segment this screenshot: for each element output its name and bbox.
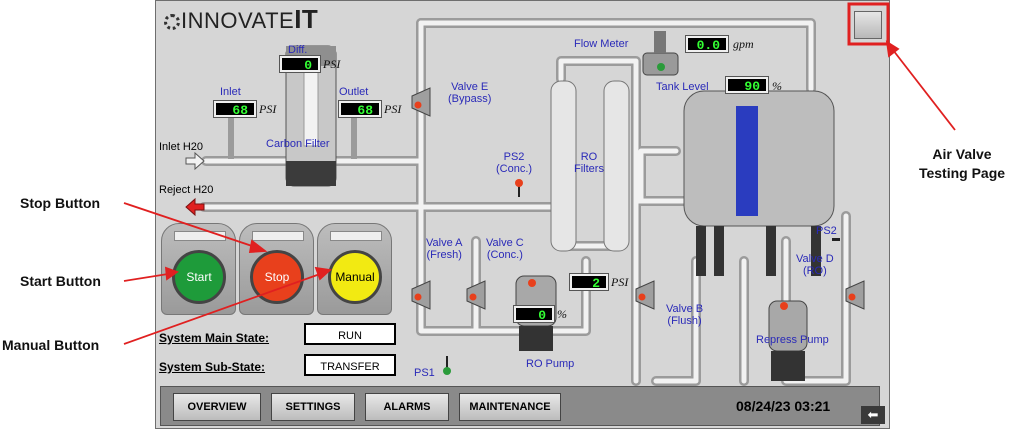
repress-pump-body — [768, 300, 808, 381]
diff-label: Diff. — [288, 44, 308, 56]
diff-unit: PSI — [323, 57, 341, 71]
valve-a-label: Valve A (Fresh) — [426, 237, 463, 261]
ro-pump-speed-display: 0 — [513, 305, 555, 323]
inlet-label: Inlet — [220, 86, 241, 98]
ps2-conc-label: PS2 (Conc.) — [496, 151, 533, 175]
manual-button[interactable]: Manual — [328, 250, 382, 304]
nav-maintenance-button[interactable]: MAINTENANCE — [459, 393, 561, 421]
valve-e-body — [411, 87, 431, 117]
ro-pressure-display: 2 — [569, 273, 609, 291]
flow-meter-label: Flow Meter — [574, 38, 629, 50]
main-state-label: System Main State: — [159, 331, 270, 345]
return-icon[interactable]: ⬅ — [861, 406, 885, 424]
main-state-value: RUN — [304, 323, 396, 345]
start-button-annotation: Start Button — [20, 273, 101, 289]
stop-button-housing: Stop — [239, 223, 314, 315]
inlet-pressure-display: 68 — [213, 100, 257, 118]
stop-annotation-line — [123, 202, 256, 248]
manual-annotation-arrowhead — [314, 266, 333, 281]
valve-c-label: Valve C (Conc.) — [486, 237, 524, 261]
start-button[interactable]: Start — [172, 250, 226, 304]
manual-button-annotation: Manual Button — [2, 337, 100, 353]
ps2-label: PS2 — [816, 225, 837, 237]
sub-state-label: System Sub-State: — [159, 360, 266, 374]
ro-filters-label: RO Filters — [574, 151, 604, 175]
manual-button-housing: Manual — [317, 223, 392, 315]
datetime-display: 08/24/23 03:21 — [736, 398, 831, 414]
start-annotation-line — [123, 273, 169, 282]
manual-annotation-line — [123, 273, 321, 345]
reject-h2o-label: Reject H20 — [159, 184, 214, 196]
valve-b-body — [635, 280, 655, 310]
air-valve-annotation-line — [892, 49, 956, 131]
arrow-right-icon — [185, 151, 205, 171]
nav-alarms-button[interactable]: ALARMS — [365, 393, 449, 421]
start-button-housing: Start — [161, 223, 236, 315]
valve-b-label: Valve B (Flush) — [666, 303, 704, 327]
carbon-filter-label: Carbon Filter — [266, 138, 330, 150]
air-valve-highlight-box — [847, 2, 890, 46]
arrow-left-icon — [185, 197, 205, 217]
valve-c-body — [466, 280, 486, 310]
tank-level-unit: % — [772, 79, 782, 93]
repress-pump-label: Repress Pump — [756, 334, 829, 346]
flow-rate-display: 0.0 — [685, 35, 729, 53]
piping-diagram — [185, 18, 865, 386]
innovateit-logo: INNOVATEIT — [164, 4, 318, 35]
outlet-unit: PSI — [384, 102, 402, 116]
outlet-pressure-display: 68 — [338, 100, 382, 118]
ro-pump-label: RO Pump — [526, 358, 575, 370]
inlet-h2o-label: Inlet H20 — [159, 141, 204, 153]
flow-unit: gpm — [733, 37, 754, 51]
valve-d-body — [845, 280, 865, 310]
sub-state-value: TRANSFER — [304, 354, 396, 376]
air-valve-testing-button[interactable] — [854, 11, 882, 39]
outlet-label: Outlet — [339, 86, 369, 98]
tank-level-display: 90 — [725, 76, 769, 94]
valve-a-body — [411, 280, 431, 310]
nav-settings-button[interactable]: SETTINGS — [271, 393, 355, 421]
stop-button-annotation: Stop Button — [20, 195, 101, 211]
valve-d-label: Valve D (RO) — [796, 253, 834, 277]
nav-overview-button[interactable]: OVERVIEW — [173, 393, 261, 421]
storage-tank — [683, 90, 835, 276]
gear-icon — [164, 14, 180, 31]
air-valve-annotation: Air Valve Testing Page — [918, 146, 1006, 181]
ro-filters — [550, 80, 630, 252]
hmi-screen: INNOVATEIT Diff. 0 PSI Inlet 68 PSI Outl… — [155, 0, 890, 429]
tank-level-label: Tank Level — [656, 81, 709, 93]
flow-meter-body — [642, 31, 679, 76]
inlet-unit: PSI — [259, 102, 277, 116]
start-annotation-arrowhead — [164, 266, 179, 281]
ro-pressure-unit: PSI — [611, 275, 629, 289]
stop-annotation-arrowhead — [248, 239, 268, 253]
diff-pressure-display: 0 — [279, 55, 321, 73]
ro-pump-speed-unit: % — [557, 307, 567, 321]
air-valve-annotation-arrowhead — [885, 40, 900, 58]
valve-e-label: Valve E (Bypass) — [448, 81, 492, 105]
ps1-label: PS1 — [414, 367, 435, 379]
